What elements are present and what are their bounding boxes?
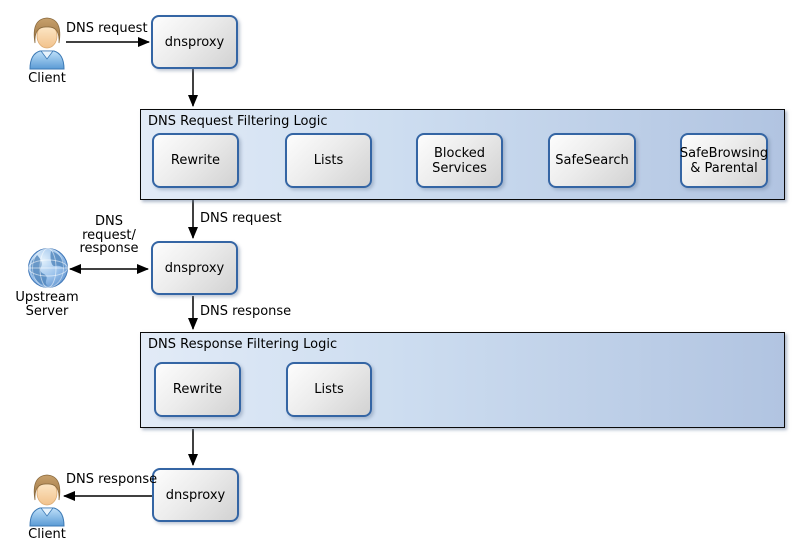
node-dnsproxy-mid: dnsproxy	[151, 241, 238, 295]
step-safebrowsing-parental: SafeBrowsing & Parental	[680, 133, 768, 188]
edge-label-request-logic-to-dnsproxy: DNS request	[200, 211, 282, 226]
client-bottom-label: Client	[28, 527, 66, 542]
container-response-title: DNS Response Filtering Logic	[148, 337, 338, 352]
edge-label-client-to-dnsproxy: DNS request	[66, 21, 148, 36]
step-rewrite: Rewrite	[152, 133, 239, 188]
step-rewrite-response: Rewrite	[154, 362, 241, 417]
step-lists-response: Lists	[286, 362, 372, 417]
upstream-server-label: Upstream Server	[15, 290, 79, 319]
person-icon	[27, 470, 67, 532]
person-icon	[27, 13, 67, 75]
step-lists: Lists	[285, 133, 372, 188]
container-request-title: DNS Request Filtering Logic	[148, 114, 328, 129]
node-dnsproxy-top: dnsproxy	[151, 15, 238, 69]
step-blocked-services: Blocked Services	[416, 133, 503, 188]
client-top-label: Client	[28, 71, 66, 86]
node-dnsproxy-bottom: dnsproxy	[152, 468, 239, 522]
edge-label-dnsproxy-to-response-logic: DNS response	[200, 304, 292, 319]
edge-label-dnsproxy-to-client: DNS response	[66, 472, 158, 487]
globe-icon	[27, 247, 69, 293]
step-safesearch: SafeSearch	[548, 133, 636, 188]
edge-label-upstream-exchange: DNS request/ response	[79, 214, 139, 256]
container-response-filtering: DNS Response Filtering Logic	[140, 332, 785, 428]
